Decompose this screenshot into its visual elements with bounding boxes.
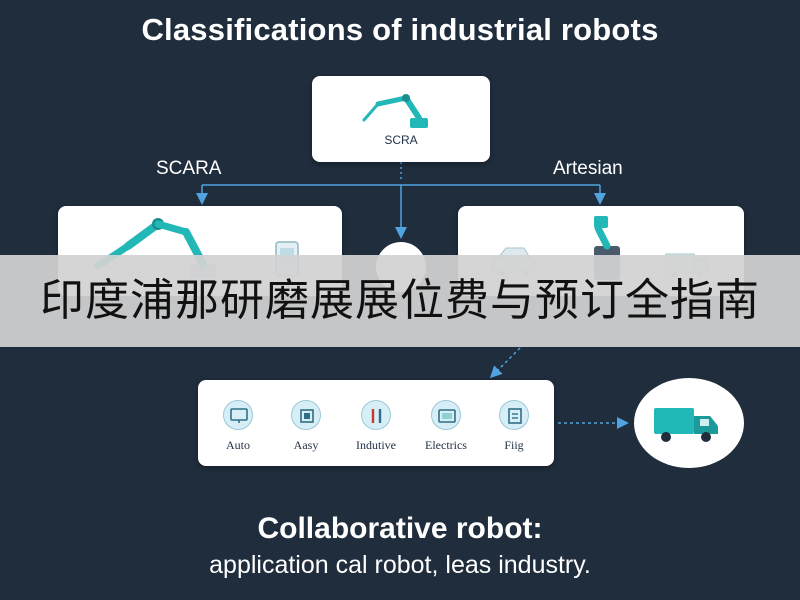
application-label: Fiig	[504, 438, 524, 452]
application-label: Aasy	[293, 438, 319, 452]
tools-icon	[361, 400, 391, 430]
document-icon	[499, 400, 529, 430]
application-item-electrics: Electrics	[412, 400, 480, 453]
top-node-card: SCRA	[312, 76, 490, 162]
robot-arm-icon	[362, 94, 428, 128]
application-item-auto: Auto	[204, 400, 272, 453]
footer-subheading: application cal robot, leas industry.	[209, 551, 591, 579]
application-label: Auto	[226, 438, 250, 452]
footer-heading: Collaborative robot:	[257, 512, 543, 545]
truck-icon	[654, 408, 718, 442]
output-node	[634, 378, 744, 468]
application-item-indutive: Indutive	[342, 400, 410, 453]
chip-icon	[291, 400, 321, 430]
application-item-fiig: Fiig	[480, 400, 548, 453]
applications-card: Auto Aasy Indutive Electrics Fiig	[198, 380, 554, 466]
banner-text: 印度浦那研磨展展位费与预订全指南	[40, 275, 760, 326]
side-label-right: Artesian	[553, 158, 623, 179]
screen-icon	[431, 400, 461, 430]
title-banner: 印度浦那研磨展展位费与预订全指南	[0, 255, 800, 347]
top-node-label: SCRA	[384, 133, 418, 147]
application-label: Electrics	[425, 438, 467, 452]
monitor-icon	[223, 400, 253, 430]
application-label: Indutive	[356, 438, 396, 452]
side-label-left: SCARA	[156, 158, 222, 179]
application-item-aasy: Aasy	[272, 400, 340, 453]
diagram-title: Classifications of industrial robots	[141, 12, 659, 47]
